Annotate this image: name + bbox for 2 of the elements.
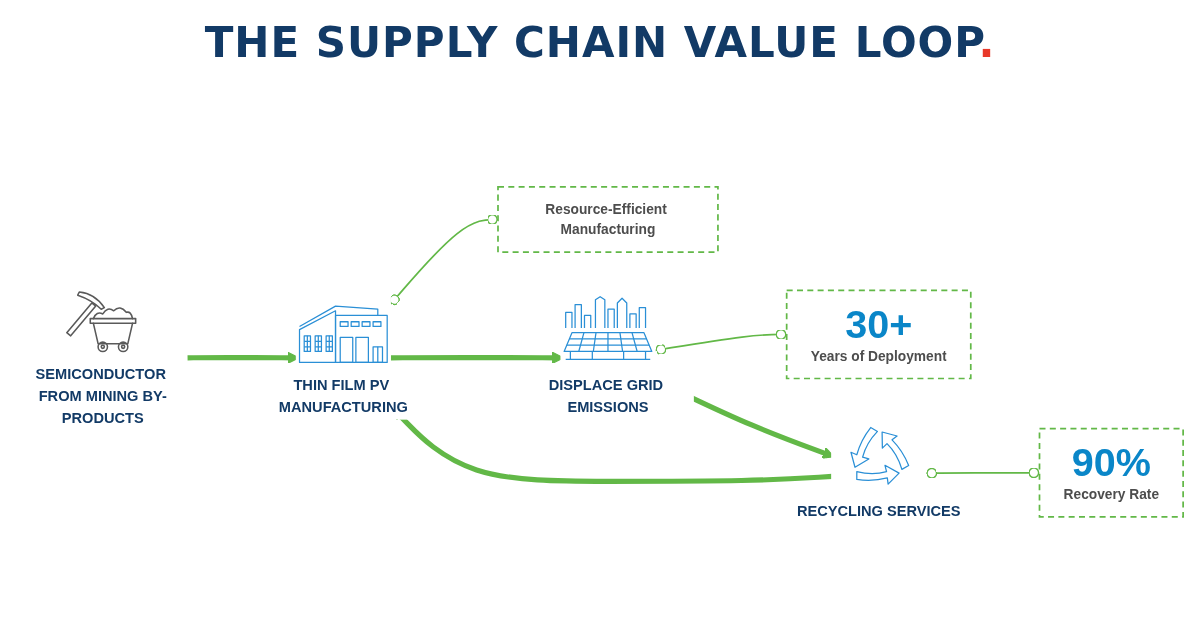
title: THE SUPPLY CHAIN VALUE LOOP. (203, 18, 997, 67)
node-text: RECYCLING SERVICES (796, 503, 961, 520)
